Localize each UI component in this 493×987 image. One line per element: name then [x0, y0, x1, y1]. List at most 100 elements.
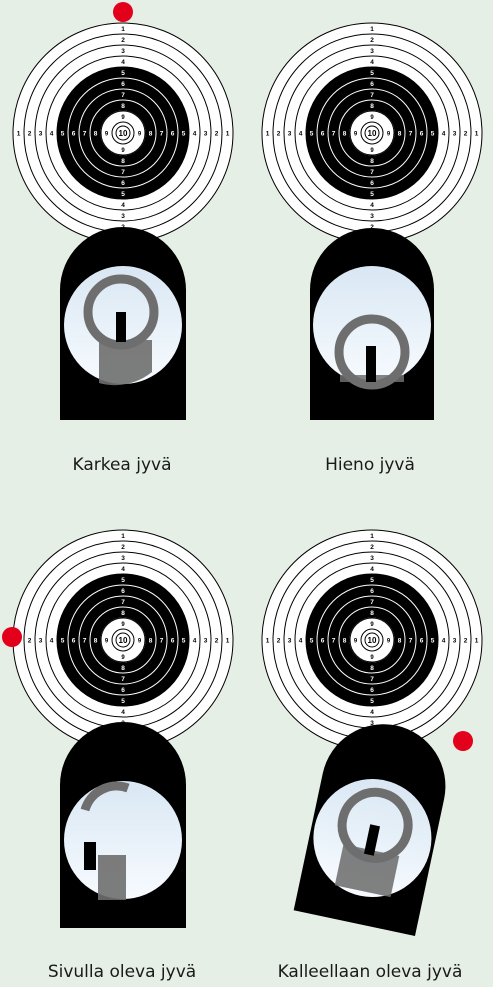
target-top-right: 10111122223333444455556666777788889999 — [262, 23, 482, 243]
ring-label-5: 5 — [121, 698, 125, 705]
ring-label-8: 8 — [149, 638, 153, 645]
ring-label-7: 7 — [409, 131, 413, 138]
ring-label-6: 6 — [321, 638, 325, 645]
ring-label-2: 2 — [121, 37, 125, 44]
sight-tilted-post — [294, 713, 457, 936]
ring-label-2: 2 — [464, 131, 468, 138]
ring-label-7: 7 — [121, 676, 125, 683]
ring-label-6: 6 — [121, 180, 125, 187]
ring-label-4: 4 — [121, 709, 125, 716]
ring-label-1: 1 — [226, 638, 230, 645]
hit-marker-bottom-right — [453, 731, 473, 751]
ring-label-4: 4 — [299, 131, 303, 138]
ring-label-4: 4 — [121, 566, 125, 573]
ring-label-6: 6 — [370, 180, 374, 187]
ring-label-2: 2 — [215, 131, 219, 138]
hit-marker-bottom-left — [2, 627, 22, 647]
ring-label-7: 7 — [83, 131, 87, 138]
ring-label-8: 8 — [121, 610, 125, 617]
ring-label-1: 1 — [121, 533, 125, 540]
ring-label-2: 2 — [277, 131, 281, 138]
ring-label-3: 3 — [121, 555, 125, 562]
caption-sideways-post: Sivulla oleva jyvä — [2, 962, 242, 982]
target-top-left: 10111122223333444455556666777788889999 — [13, 23, 233, 243]
ring-label-10: 10 — [368, 636, 377, 645]
ring-label-4: 4 — [370, 59, 374, 66]
ring-label-8: 8 — [121, 665, 125, 672]
ring-label-2: 2 — [121, 544, 125, 551]
caption-fine-post: Hieno jyvä — [250, 455, 490, 475]
ring-label-1: 1 — [370, 533, 374, 540]
ring-label-5: 5 — [370, 698, 374, 705]
panel-fine-post: 10111122223333444455556666777788889999 — [262, 23, 482, 420]
ring-label-3: 3 — [288, 131, 292, 138]
ring-label-10: 10 — [368, 129, 377, 138]
ring-label-6: 6 — [121, 588, 125, 595]
ring-label-4: 4 — [370, 202, 374, 209]
ring-label-4: 4 — [442, 638, 446, 645]
ring-label-3: 3 — [370, 213, 374, 220]
ring-label-8: 8 — [343, 131, 347, 138]
ring-label-10: 10 — [119, 129, 128, 138]
ring-label-7: 7 — [121, 599, 125, 606]
ring-label-8: 8 — [370, 665, 374, 672]
ring-label-4: 4 — [50, 638, 54, 645]
ring-label-3: 3 — [370, 48, 374, 55]
ring-label-5: 5 — [182, 131, 186, 138]
hit-marker-top-left — [113, 2, 133, 22]
ring-label-4: 4 — [442, 131, 446, 138]
ring-label-3: 3 — [453, 638, 457, 645]
ring-label-1: 1 — [475, 131, 479, 138]
ring-label-1: 1 — [17, 131, 21, 138]
ring-label-7: 7 — [370, 92, 374, 99]
ring-label-1: 1 — [226, 131, 230, 138]
ring-label-6: 6 — [370, 588, 374, 595]
ring-label-2: 2 — [215, 638, 219, 645]
ring-label-7: 7 — [160, 131, 164, 138]
ring-label-5: 5 — [310, 638, 314, 645]
ring-label-2: 2 — [464, 638, 468, 645]
sight-sideways-post — [60, 722, 186, 928]
ring-label-5: 5 — [61, 638, 65, 645]
target-bottom-left: 10111122223333444455556666777788889999 — [13, 530, 233, 750]
ring-label-3: 3 — [39, 638, 43, 645]
ring-label-7: 7 — [409, 638, 413, 645]
ring-label-2: 2 — [28, 638, 32, 645]
ring-label-5: 5 — [370, 70, 374, 77]
ring-label-4: 4 — [193, 131, 197, 138]
ring-label-7: 7 — [121, 169, 125, 176]
ring-label-6: 6 — [121, 687, 125, 694]
ring-label-8: 8 — [398, 131, 402, 138]
ring-label-5: 5 — [61, 131, 65, 138]
ring-label-7: 7 — [160, 638, 164, 645]
ring-label-5: 5 — [121, 191, 125, 198]
ring-label-2: 2 — [277, 638, 281, 645]
ring-label-3: 3 — [39, 131, 43, 138]
ring-label-1: 1 — [370, 26, 374, 33]
ring-label-1: 1 — [121, 26, 125, 33]
ring-label-4: 4 — [370, 709, 374, 716]
ring-label-6: 6 — [72, 131, 76, 138]
ring-label-7: 7 — [121, 92, 125, 99]
ring-label-5: 5 — [121, 70, 125, 77]
ring-label-8: 8 — [121, 103, 125, 110]
ring-label-6: 6 — [370, 81, 374, 88]
ring-label-7: 7 — [370, 676, 374, 683]
ring-label-3: 3 — [370, 555, 374, 562]
ring-label-4: 4 — [50, 131, 54, 138]
ring-label-8: 8 — [149, 131, 153, 138]
ring-label-3: 3 — [121, 213, 125, 220]
sight-fine-post — [310, 228, 434, 420]
target-bottom-right: 10111122223333444455556666777788889999 — [262, 530, 482, 750]
ring-label-1: 1 — [475, 638, 479, 645]
ring-label-8: 8 — [343, 638, 347, 645]
ring-label-6: 6 — [171, 638, 175, 645]
ring-label-10: 10 — [119, 636, 128, 645]
ring-label-5: 5 — [431, 638, 435, 645]
ring-label-3: 3 — [204, 131, 208, 138]
ring-label-6: 6 — [72, 638, 76, 645]
ring-label-5: 5 — [121, 577, 125, 584]
panel-coarse-post: 10111122223333444455556666777788889999 — [13, 2, 233, 420]
ring-label-6: 6 — [420, 131, 424, 138]
